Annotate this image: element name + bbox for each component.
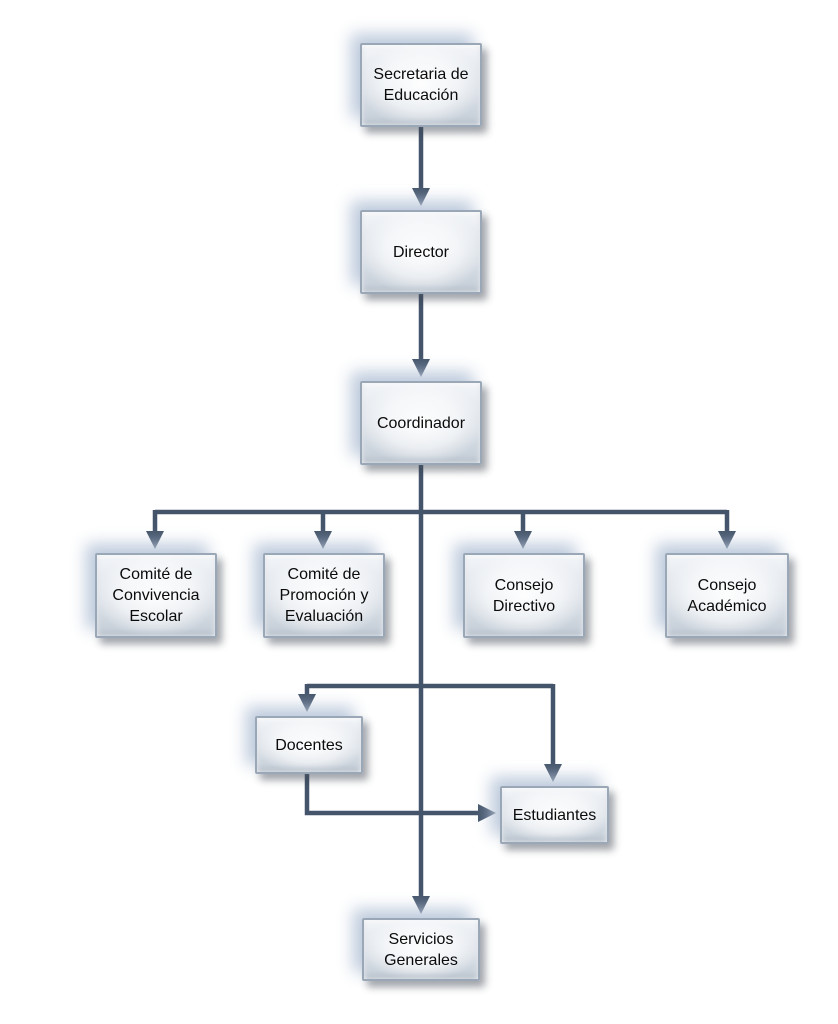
node-label-estudiantes: Estudiantes xyxy=(512,806,597,824)
node-label-directivo: Consejo Directivo xyxy=(492,576,556,615)
node-director: Director xyxy=(360,210,482,294)
node-comite-promocion-evaluacion: Comité de Promoción y Evaluación xyxy=(263,553,385,638)
node-label-academico: Consejo Académico xyxy=(687,576,767,615)
node-consejo-directivo: Consejo Directivo xyxy=(463,553,585,638)
node-comite-convivencia-escolar: Comité de Convivencia Escolar xyxy=(95,553,217,638)
node-label-director: Director xyxy=(392,243,449,261)
node-consejo-academico: Consejo Académico xyxy=(665,553,789,638)
node-secretaria-de-educacion: Secretaria de Educación xyxy=(360,43,482,127)
node-estudiantes: Estudiantes xyxy=(500,786,609,844)
connector-docentes-estudiantes xyxy=(304,774,496,822)
node-label-promocion: Comité de Promoción y Evaluación xyxy=(279,566,369,625)
node-label-servicios: Servicios Generales xyxy=(384,930,458,969)
node-label-coordinador: Coordinador xyxy=(376,414,466,432)
node-docentes: Docentes xyxy=(255,716,363,774)
node-label-convivencia: Comité de Convivencia Escolar xyxy=(112,566,200,625)
node-coordinador: Coordinador xyxy=(360,381,482,465)
node-label-docentes: Docentes xyxy=(275,736,343,754)
node-servicios-generales: Servicios Generales xyxy=(362,918,480,981)
node-label-secretaria: Secretaria de Educación xyxy=(373,66,469,104)
